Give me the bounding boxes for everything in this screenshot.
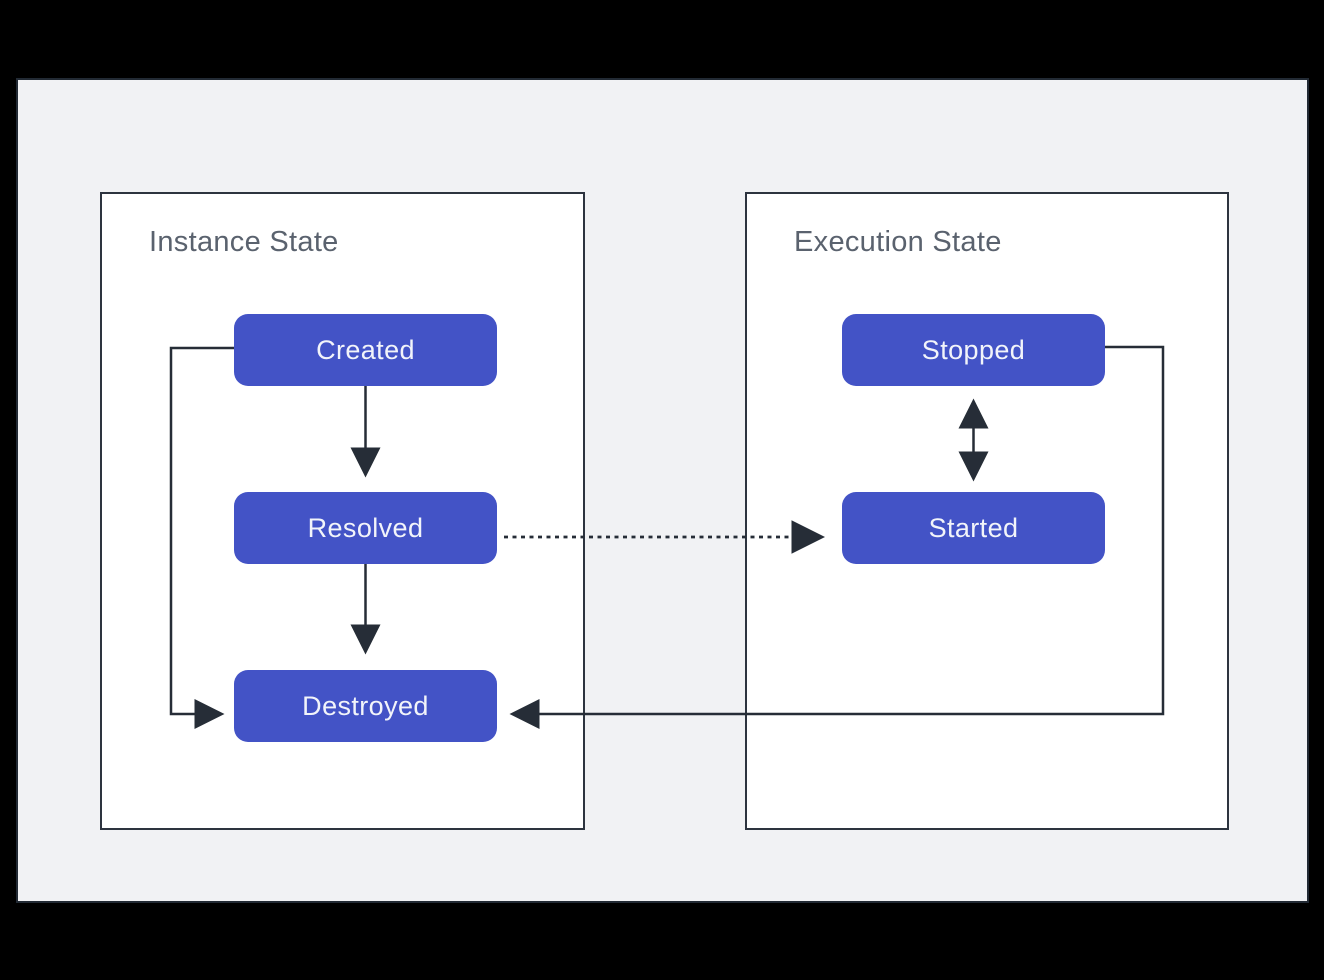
node-started: Started	[842, 492, 1105, 564]
node-destroyed: Destroyed	[234, 670, 497, 742]
execution-state-title: Execution State	[794, 226, 1002, 258]
node-resolved: Resolved	[234, 492, 497, 564]
diagram-canvas: Instance State Execution State Created R…	[16, 78, 1309, 903]
instance-state-title: Instance State	[149, 226, 339, 258]
node-created: Created	[234, 314, 497, 386]
node-stopped: Stopped	[842, 314, 1105, 386]
